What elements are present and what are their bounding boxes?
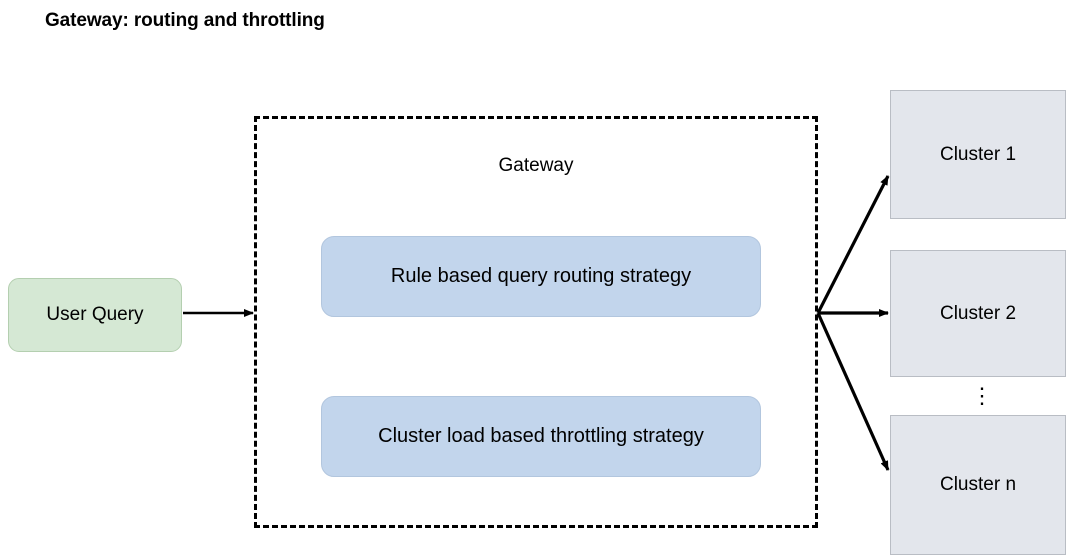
node-cluster-2-label: Cluster 2 xyxy=(939,302,1017,324)
node-cluster-n[interactable]: Cluster n xyxy=(890,415,1066,555)
gateway-label: Gateway xyxy=(498,155,574,176)
node-routing-strategy[interactable]: Rule based query routing strategy xyxy=(321,236,761,317)
arrow-gateway-to-cluster-n xyxy=(816,312,890,471)
node-throttling-strategy-label: Cluster load based throttling strategy xyxy=(378,425,704,447)
cluster-continuation-ellipsis: ⋮ xyxy=(971,383,993,408)
node-cluster-2[interactable]: Cluster 2 xyxy=(890,250,1066,377)
arrow-gateway-to-cluster-1 xyxy=(816,175,890,314)
node-routing-strategy-label: Rule based query routing strategy xyxy=(390,265,692,287)
node-cluster-1[interactable]: Cluster 1 xyxy=(890,90,1066,219)
node-cluster-1-label: Cluster 1 xyxy=(939,143,1017,165)
node-throttling-strategy[interactable]: Cluster load based throttling strategy xyxy=(321,396,761,477)
gateway-container xyxy=(254,116,818,528)
node-cluster-n-label: Cluster n xyxy=(939,474,1017,495)
node-user-query[interactable]: User Query xyxy=(8,278,182,352)
node-user-query-label: User Query xyxy=(46,304,144,325)
page-title: Gateway: routing and throttling xyxy=(45,10,325,31)
